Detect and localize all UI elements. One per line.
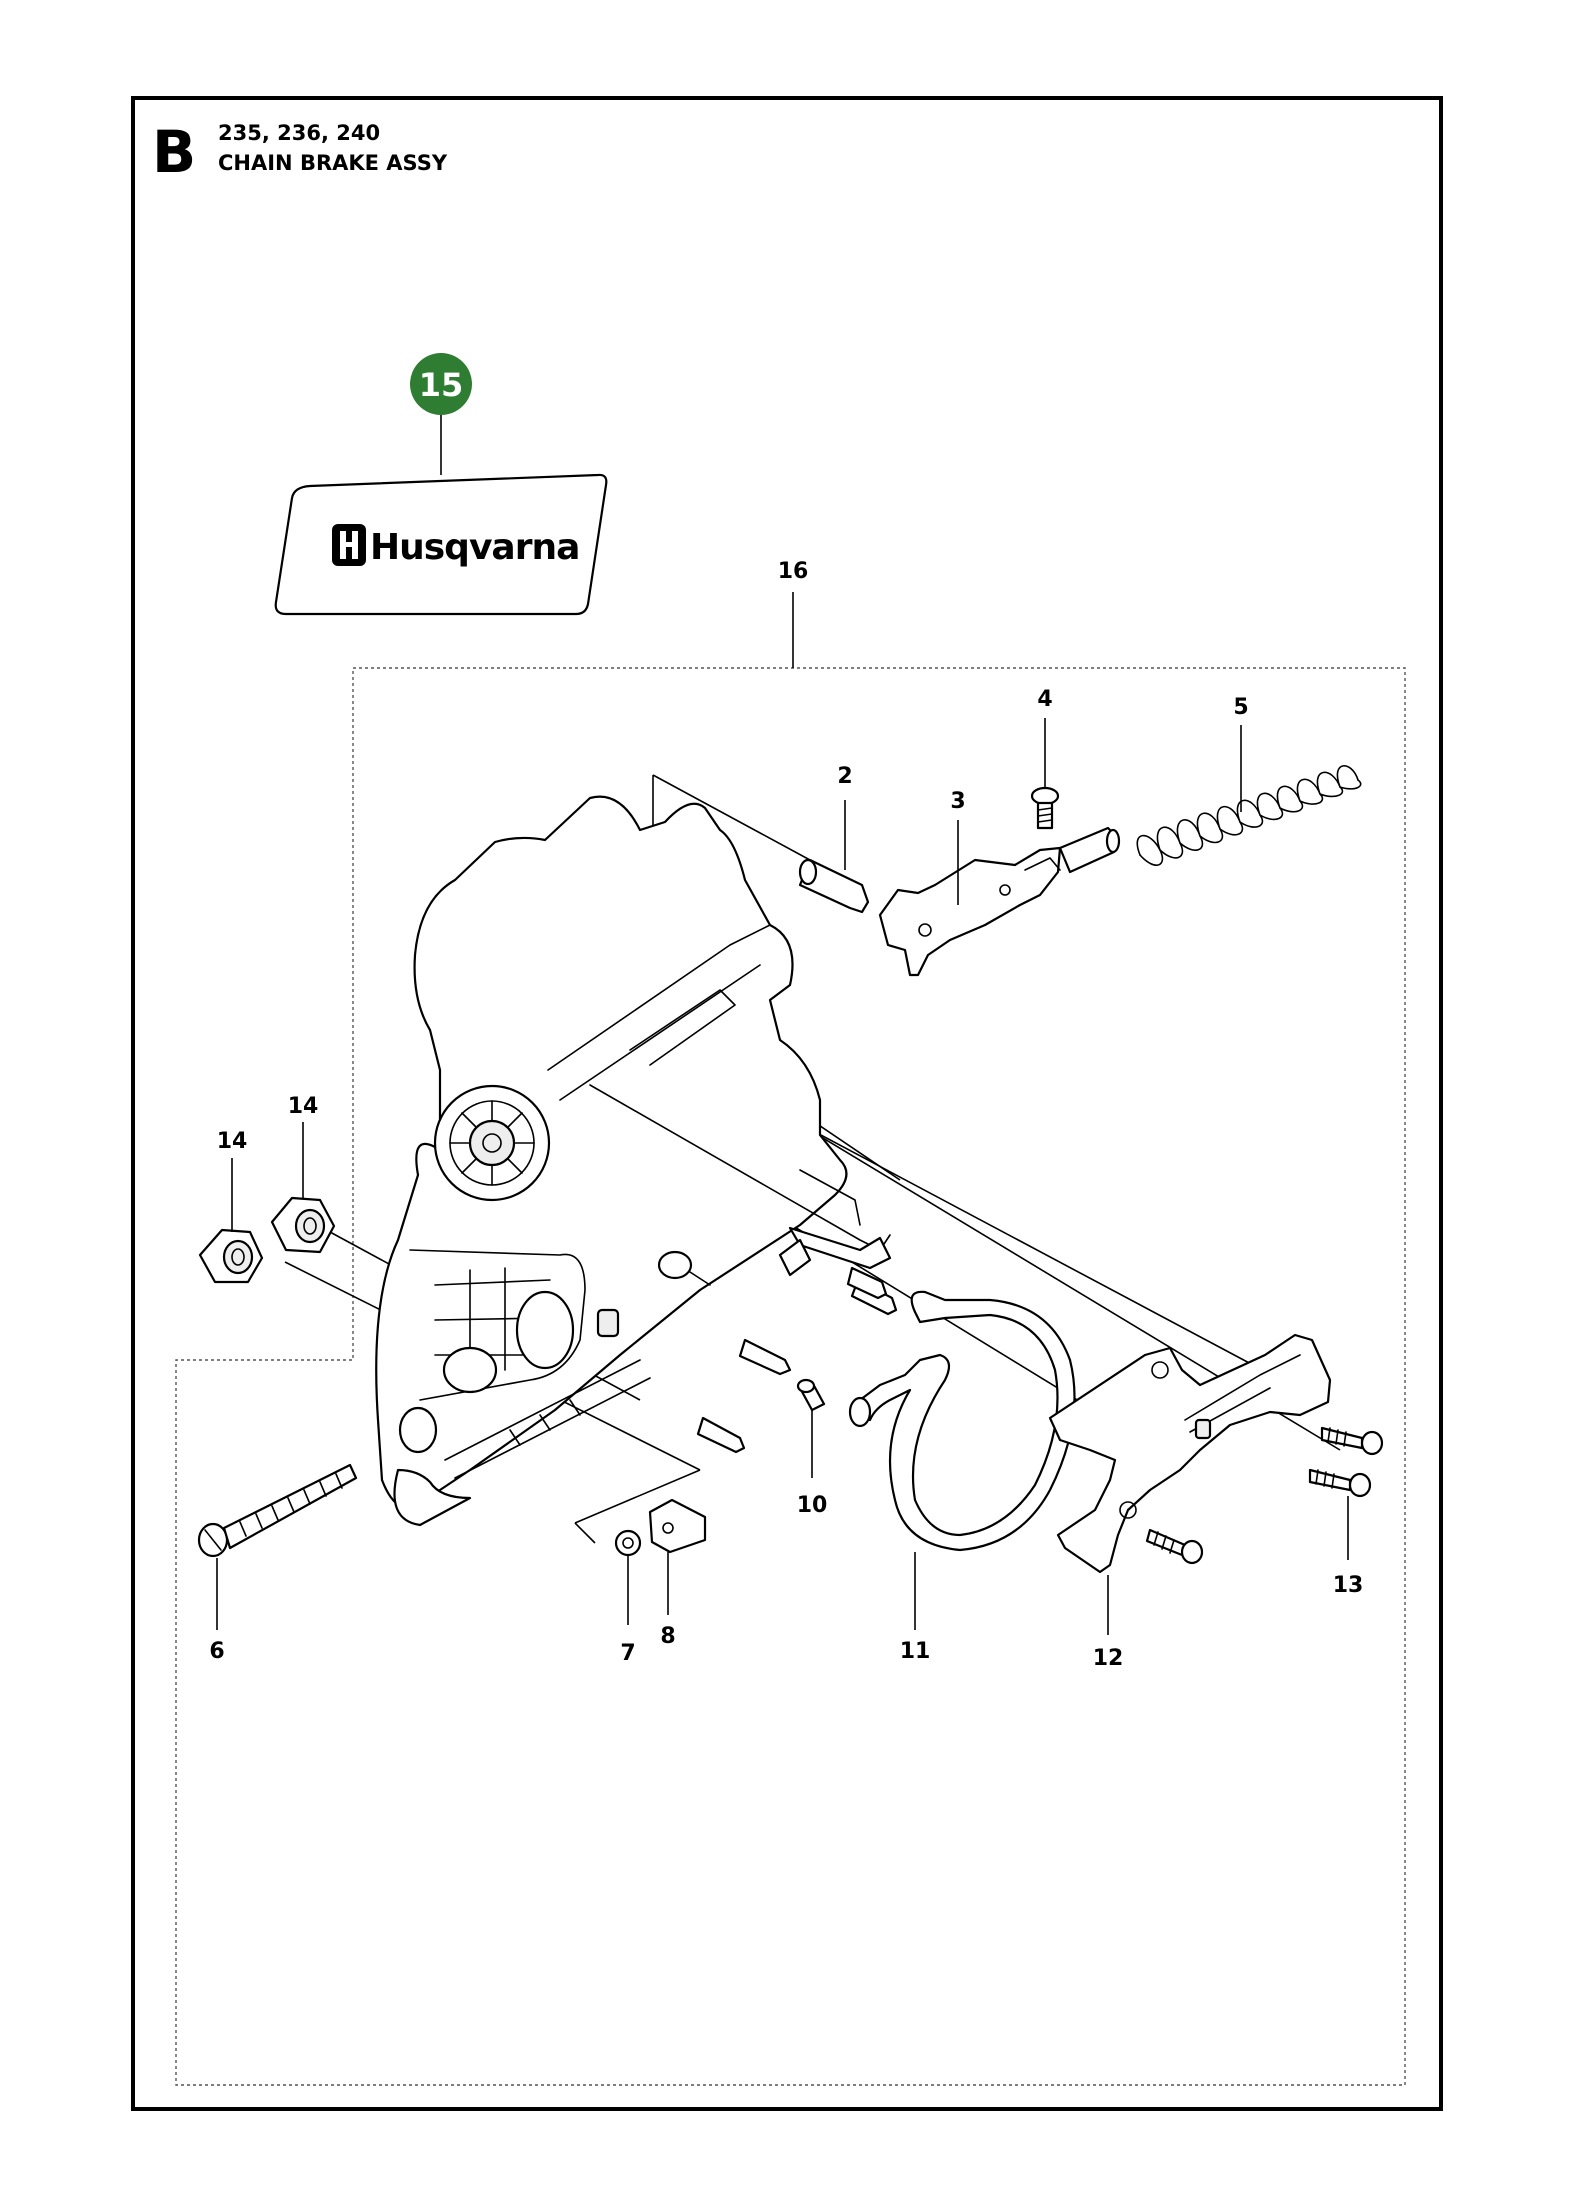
page-frame [131, 96, 1443, 2111]
screws-13: 13 [1145, 1426, 1384, 1598]
decal-plate [274, 473, 608, 616]
callout-badge-label: 15 [419, 366, 464, 404]
screw-4: 4 [1030, 687, 1060, 830]
brake-band-11: 11 [848, 1290, 1076, 1664]
callout-4: 4 [1037, 687, 1052, 712]
callout-3: 3 [950, 789, 965, 814]
brand-wordmark: Husqvarna [370, 527, 579, 568]
model-list: 235, 236, 240 [218, 121, 380, 145]
callout-13: 13 [1333, 1573, 1364, 1598]
section-letter: B [152, 118, 196, 186]
spring-pin-10: 10 [797, 1378, 828, 1518]
callout-16: 16 [778, 559, 809, 584]
clip-8: 8 [648, 1498, 707, 1649]
callout-14-right: 14 [288, 1094, 319, 1119]
washer-7: 7 [614, 1529, 642, 1666]
callout-5: 5 [1233, 695, 1248, 720]
callout-badge-15 [410, 353, 472, 415]
nut-14-left: 14 [198, 1129, 264, 1284]
callout-11: 11 [900, 1639, 931, 1664]
callout-10: 10 [797, 1493, 828, 1518]
bolt-6: 6 [197, 1463, 358, 1664]
spring-5: 5 [1136, 695, 1362, 866]
callout-12: 12 [1093, 1646, 1124, 1671]
housing-pins [696, 1278, 898, 1454]
brake-housing [375, 795, 892, 1527]
callout-14-left: 14 [217, 1129, 248, 1154]
callout-2: 2 [837, 764, 852, 789]
pin-2: 2 [798, 764, 870, 914]
callout-7: 7 [620, 1641, 635, 1666]
callout-8: 8 [660, 1624, 675, 1649]
nut-14-right: 14 [270, 1094, 336, 1254]
decal-15: 15 Husqvarna [274, 353, 608, 616]
cover-plate-12: 12 [1048, 1333, 1332, 1671]
husqvarna-crown-icon [332, 524, 366, 566]
assembly-16-boundary [175, 667, 1406, 2086]
callout-6: 6 [209, 1639, 224, 1664]
mount-pin [846, 1266, 888, 1300]
page-title: CHAIN BRAKE ASSY [218, 151, 448, 175]
lever-3: 3 [878, 789, 1121, 977]
